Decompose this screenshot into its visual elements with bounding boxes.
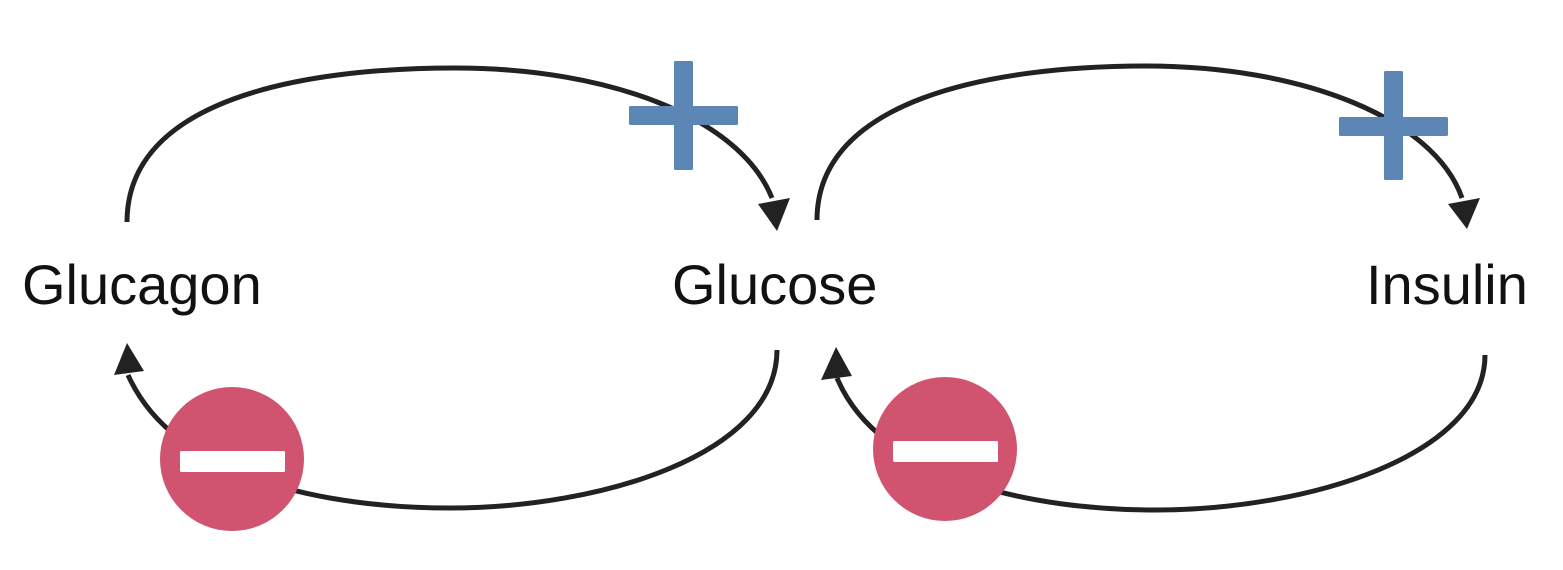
arrowhead-insulin-to-glucose [821, 347, 852, 380]
arc-glucagon-to-glucose [124, 65, 775, 223]
plus-icon [629, 61, 738, 170]
node-insulin: Insulin [1366, 253, 1528, 316]
node-glucose: Glucose [672, 253, 877, 316]
plus-icon [1339, 71, 1448, 180]
minus-icon [160, 387, 304, 531]
minus-icon [873, 377, 1017, 521]
arrowhead-glucose-to-glucagon [114, 343, 144, 375]
arrowhead-glucagon-to-glucose [758, 198, 790, 231]
node-glucagon: Glucagon [22, 253, 262, 316]
arrowhead-glucose-to-insulin [1448, 198, 1480, 229]
arc-glucose-to-insulin [814, 63, 1465, 221]
